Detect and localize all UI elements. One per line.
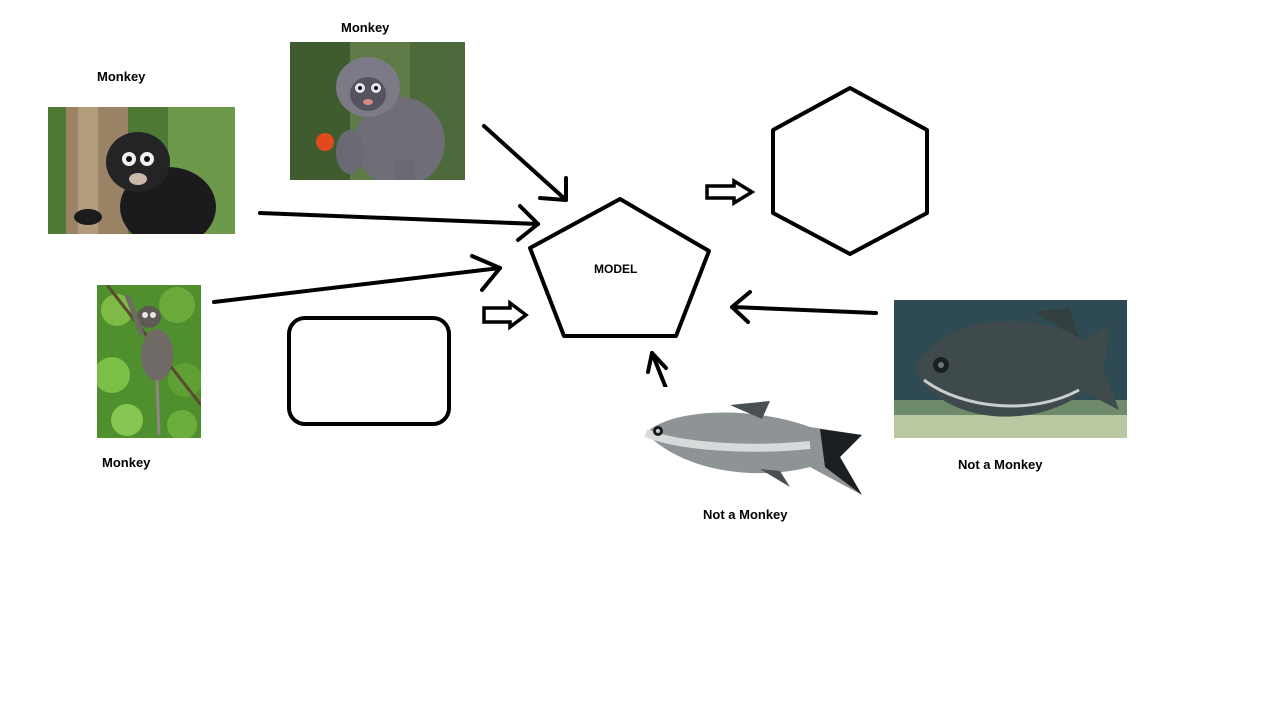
model-label: MODEL <box>594 262 638 276</box>
block-arrow-to-model <box>482 299 529 331</box>
fish-bottom-label: Not a Monkey <box>703 507 788 522</box>
fish-right-label: Not a Monkey <box>958 457 1043 472</box>
monkey-left-label: Monkey <box>97 69 146 84</box>
arrow-bottom-monkey-to-model <box>212 254 502 304</box>
arrow-left-monkey-to-model <box>258 204 540 242</box>
output-hexagon <box>771 86 929 256</box>
fish-photo-right <box>894 300 1127 438</box>
fish-photo-bottom <box>640 387 866 499</box>
monkey-top-label: Monkey <box>341 20 390 35</box>
monkey-photo-top <box>290 42 465 180</box>
arrow-top-monkey-to-model <box>482 124 568 202</box>
rounded-rectangle <box>287 316 451 426</box>
block-arrow-to-hexagon <box>705 177 756 207</box>
model-pentagon <box>528 197 711 338</box>
monkey-photo-left <box>48 107 235 234</box>
arrow-right-fish-to-model <box>730 290 878 324</box>
monkey-bottom-label: Monkey <box>102 455 151 470</box>
monkey-photo-bottom <box>97 285 201 438</box>
